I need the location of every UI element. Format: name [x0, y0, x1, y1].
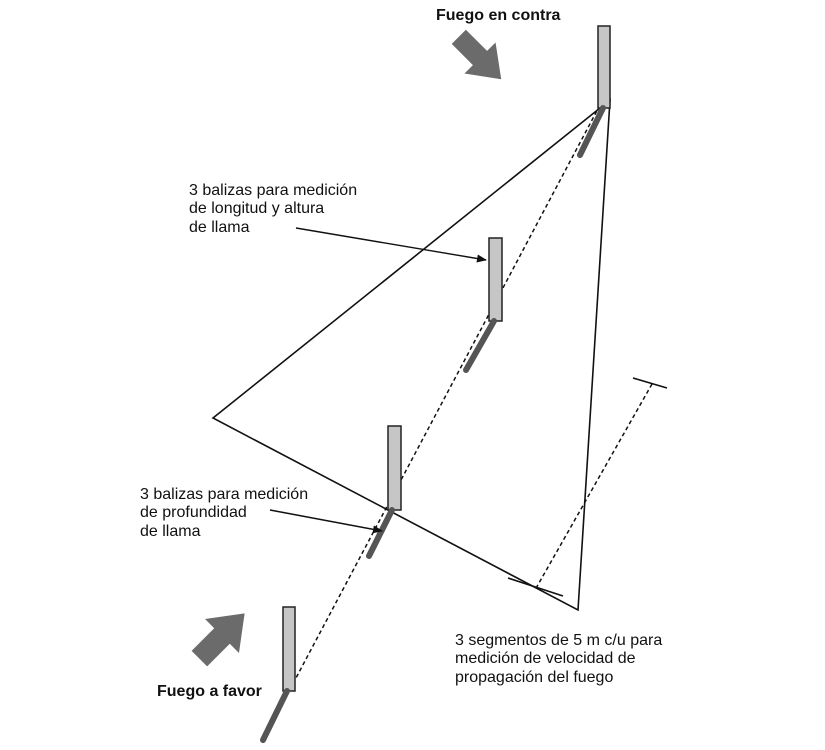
- label-fuego-en-contra: Fuego en contra: [436, 7, 561, 24]
- segment-tick-top: [632, 377, 668, 389]
- leader-arrow-profundidad: [269, 509, 383, 534]
- wind-arrow-icon-up: [191, 613, 245, 667]
- segment-dashed-line: [534, 383, 653, 591]
- marker-pole-middle: [463, 237, 503, 373]
- segment-tick-bottom: [507, 577, 564, 597]
- label-segmentos: 3 segmentos de 5 m c/u para medición de …: [455, 632, 662, 687]
- plot-outline: [211, 98, 611, 612]
- marker-pole-bottom: [260, 606, 296, 743]
- label-line: de llama: [140, 522, 201, 540]
- main-dashed-line: [261, 104, 601, 743]
- label-line: 3 balizas para medición: [189, 182, 358, 199]
- marker-pole-lower: [366, 425, 402, 559]
- label-line: propagación del fuego: [455, 668, 614, 686]
- label-line: de llama: [189, 218, 250, 236]
- marker-pole-top: [577, 25, 611, 158]
- label-line: de profundidad: [140, 504, 247, 522]
- leader-arrow-longitud: [295, 227, 487, 263]
- label-line: medición de velocidad de: [455, 650, 636, 668]
- wind-arrow-icon-down: [451, 29, 502, 80]
- label-line: 3 balizas para medición: [140, 486, 309, 503]
- label-balizas-longitud: 3 balizas para medición de longitud y al…: [189, 182, 357, 237]
- label-balizas-profundidad: 3 balizas para medición de profundidad d…: [140, 486, 308, 541]
- label-line: de longitud y altura: [189, 200, 325, 218]
- label-fuego-a-favor: Fuego a favor: [157, 683, 262, 700]
- label-line: 3 segmentos de 5 m c/u para: [455, 632, 663, 649]
